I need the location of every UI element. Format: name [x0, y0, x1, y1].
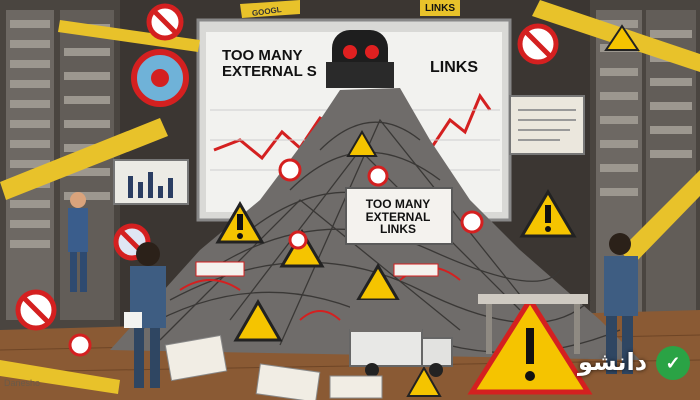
truck — [349, 300, 453, 377]
warning-label-paper — [195, 261, 245, 277]
trend-line-right — [428, 92, 492, 151]
watermark-text: Danesho — [4, 378, 41, 388]
round-target-sign — [131, 49, 189, 107]
person-right — [604, 233, 638, 374]
warning-triangle-center — [279, 229, 325, 268]
warning-triangle-left — [215, 201, 265, 244]
screen-links-label: LINKS — [430, 59, 478, 76]
person-front-left — [124, 242, 166, 388]
caution-tape-bottom-left — [0, 360, 120, 394]
caution-tape-left — [0, 118, 168, 200]
warning-triangle-right — [519, 189, 577, 238]
prohibition-sign-left — [15, 289, 57, 331]
warning-triangle-bottom — [233, 299, 283, 342]
google-tag-tape — [240, 0, 300, 18]
person-left — [68, 192, 88, 292]
warning-triangle-bottom-center — [406, 365, 442, 397]
caution-tape-top-left — [58, 20, 200, 52]
side-screen-document — [509, 95, 585, 155]
warning-label-paper-right — [393, 263, 439, 277]
desk — [478, 294, 588, 304]
prohibition-sign-top — [146, 3, 184, 41]
warning-triangle-large — [467, 295, 593, 395]
checkmark-icon: ✓ — [656, 346, 690, 380]
prohibition-sign-right — [517, 23, 559, 65]
center-sign-text: TOO MANY EXTERNAL LINKS — [365, 197, 431, 237]
warning-triangle-top-right — [604, 24, 640, 51]
screen-title: TOO MANY EXTERNAL S — [222, 47, 317, 80]
links-tag-text: LINKS — [425, 3, 455, 14]
warning-triangle-upper — [346, 130, 378, 157]
center-sign-board — [345, 187, 453, 245]
links-tag — [420, 0, 460, 16]
logo-wordmark: دانشو — [578, 348, 648, 376]
brand-logo: دانشو ✓ — [570, 342, 694, 394]
caution-tape-right — [620, 170, 700, 266]
robot-head — [326, 30, 394, 88]
